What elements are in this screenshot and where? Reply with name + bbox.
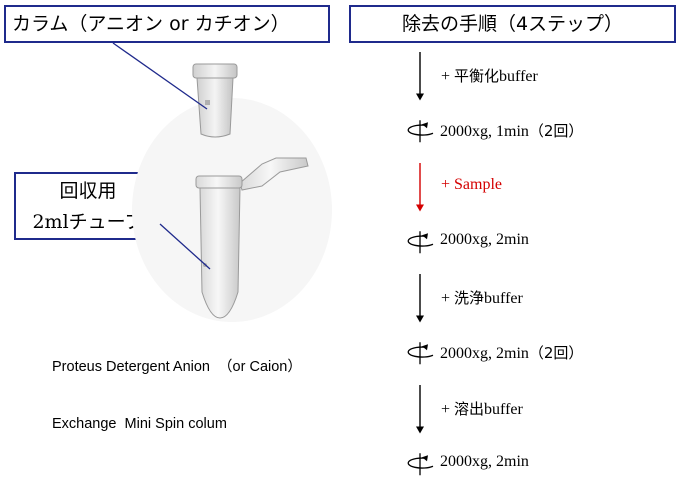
- collection-tube-label-line2: 2mlチューブ: [32, 211, 144, 233]
- centrifuge-spin-icon: [407, 120, 434, 143]
- add-step-reagent-en: Sample: [454, 175, 503, 193]
- collection-tube-label-line1: 回収用: [59, 180, 117, 202]
- add-step-reagent-en: buffer: [484, 289, 523, 307]
- spin-column-illustration: [192, 63, 238, 138]
- spin-step-label: 2000xg, 2min: [440, 453, 529, 471]
- column-pointer-line: [112, 42, 208, 110]
- spin-step-label: 2000xg, 2min: [440, 231, 529, 249]
- add-step-reagent-jp: 溶出: [454, 399, 485, 418]
- add-step-label: + 溶出buffer: [441, 398, 523, 419]
- add-step-reagent-en: buffer: [499, 67, 538, 85]
- steps-title: 除去の手順（4ステップ）: [401, 13, 624, 35]
- add-step-label: + Sample: [441, 176, 502, 194]
- product-caption: Proteus Detergent Anion （or Caion） Excha…: [52, 320, 302, 453]
- steps-title-box: 除去の手順（4ステップ）: [349, 5, 676, 43]
- add-step-label: + 洗浄buffer: [441, 287, 523, 308]
- add-step-plus: +: [441, 175, 455, 193]
- centrifuge-spin-icon: [407, 231, 434, 254]
- spin-step-label: 2000xg, 1min（2回）: [440, 120, 583, 141]
- centrifuge-spin-icon: [407, 453, 434, 476]
- procedure-flow: [407, 52, 434, 476]
- add-step-plus: +: [441, 67, 455, 85]
- add-step-arrow: [416, 52, 424, 101]
- spin-condition: 2000xg, 1min: [440, 123, 529, 141]
- spin-condition: 2000xg, 2min: [440, 231, 529, 249]
- spin-repeat-note: （2回）: [528, 122, 584, 141]
- product-caption-line1: Proteus Detergent Anion （or Caion）: [52, 359, 302, 375]
- add-step-reagent-en: buffer: [484, 400, 523, 418]
- add-step-reagent-jp: 平衡化: [454, 66, 500, 85]
- add-step-arrow: [416, 385, 424, 434]
- product-caption-line2: Exchange Mini Spin colum: [52, 416, 227, 432]
- spin-condition: 2000xg, 2min: [440, 453, 529, 471]
- add-step-arrow: [416, 274, 424, 323]
- add-step-plus: +: [441, 400, 455, 418]
- collection-tube-illustration: [195, 157, 309, 319]
- add-step-plus: +: [441, 289, 455, 307]
- centrifuge-spin-icon: [407, 342, 434, 365]
- spin-condition: 2000xg, 2min: [440, 345, 529, 363]
- add-step-arrow: [416, 163, 424, 212]
- spin-step-label: 2000xg, 2min（2回）: [440, 342, 583, 363]
- add-step-label: + 平衡化buffer: [441, 65, 538, 86]
- column-label-box: カラム（アニオン or カチオン）: [4, 5, 330, 43]
- tube-pointer-line: [159, 223, 211, 270]
- add-step-reagent-jp: 洗浄: [454, 288, 485, 307]
- column-label: カラム（アニオン or カチオン）: [12, 13, 290, 35]
- spin-repeat-note: （2回）: [528, 344, 584, 363]
